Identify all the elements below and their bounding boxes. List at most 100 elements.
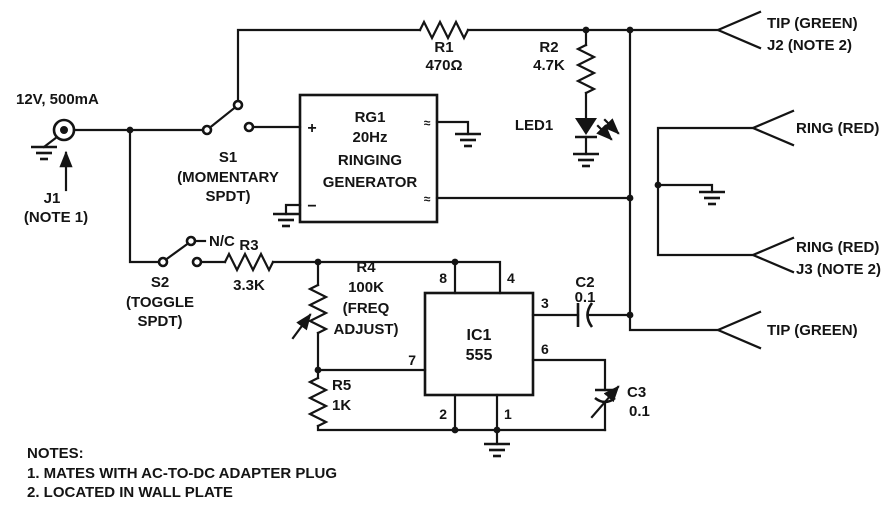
switch-s1: S1 (MOMENTARY SPDT) [177, 99, 302, 205]
s2-pole-contact [157, 256, 169, 268]
rg1-minus-terminal: − [307, 198, 316, 215]
r3-value-label: 3.3K [233, 277, 265, 294]
r4-function-label-2: ADJUST) [333, 321, 398, 338]
c3-ref-label: C3 [627, 384, 646, 401]
led1-emission-arrow-1 [596, 124, 613, 141]
tip-bus [628, 28, 720, 332]
junction-dot [626, 311, 634, 319]
rg1-name-label-1: RINGING [338, 152, 402, 169]
notes-item-1: 1. MATES WITH AC-TO-DC ADAPTER PLUG [27, 465, 337, 482]
r4-ref-label: R4 [356, 259, 376, 276]
resistor-r1-zigzag [418, 19, 470, 41]
r4-value-label: 100K [348, 279, 384, 296]
s2-type-label-2: SPDT) [138, 313, 183, 330]
ic1-pin6-label: 6 [541, 341, 549, 357]
ic1-pin8-label: 8 [439, 270, 447, 286]
r1-ref-label: R1 [434, 39, 453, 56]
r4-function-label-1: (FREQ [343, 300, 390, 317]
ic1-body [423, 291, 535, 397]
r3-ref-label: R3 [239, 237, 258, 254]
ring-bus [656, 126, 755, 257]
junction-dot [451, 426, 459, 434]
ground-symbol-rg1-output [455, 132, 481, 148]
notes-item-2: 2. LOCATED IN WALL PLATE [27, 484, 233, 501]
c2-ref-label: C2 [575, 274, 594, 291]
junction-dot [451, 258, 459, 266]
rg1-freq-label: 20Hz [352, 129, 387, 146]
r2-value-label: 4.7K [533, 57, 565, 74]
r2-led-branch: R2 4.7K LED1 [515, 28, 620, 168]
junction-dot [654, 181, 662, 189]
s1-ref-label: S1 [219, 149, 237, 166]
junction-dot [582, 26, 590, 34]
jack-ref-label: J1 [44, 190, 61, 207]
junction-dot [126, 126, 134, 134]
top-bus: R1 470Ω [236, 19, 720, 103]
rg1-ref-label: RG1 [355, 109, 386, 126]
s2-throw-bottom-contact [191, 256, 203, 268]
ring-generator-rg1: + − RG1 20Hz RINGING GENERATOR ≈ ≈ [273, 93, 632, 228]
resistor-r3: R3 3.3K [223, 237, 502, 295]
tip-bottom-chevron [715, 310, 762, 350]
ic1-pin4-label: 4 [507, 270, 515, 286]
top-bus-wire [236, 28, 720, 103]
rg1-output-ground-lead [435, 120, 470, 136]
c3-adjust-arrow [590, 385, 620, 419]
ic1-pin2-label: 2 [439, 406, 447, 422]
resistor-r2-zigzag [575, 43, 597, 95]
s2-nc-label: N/C [209, 233, 235, 250]
ic-555: IC1 555 8 4 3 6 7 2 1 [316, 260, 607, 458]
s2-ref-label: S2 [151, 274, 169, 291]
s1-throw-bottom-contact [243, 121, 255, 133]
rg1-minus-ground-lead [284, 203, 302, 216]
resistor-r3-zigzag [223, 251, 275, 273]
ground-symbol-led1 [573, 152, 599, 168]
ic1-pin6-wire [531, 358, 607, 392]
ground-symbol-rg1-minus [273, 212, 299, 228]
capacitor-c2: C2 0.1 [575, 274, 632, 328]
junction-dot [626, 26, 634, 34]
notes-header: NOTES: [27, 445, 84, 462]
tip-j2-chevron [715, 10, 762, 50]
s2-lever [164, 241, 190, 262]
notes-block: NOTES: 1. MATES WITH AC-TO-DC ADAPTER PL… [27, 445, 337, 501]
resistor-r5-zigzag [307, 376, 329, 428]
ground-symbol-ic1 [484, 442, 510, 458]
junction-dot [314, 366, 322, 374]
switch-s2: N/C S2 (TOGGLE SPDT) [126, 233, 235, 330]
power-input-jack: 12V, 500mA J1 (NOTE 1) [16, 91, 205, 264]
ic1-pin1-label: 1 [504, 406, 512, 422]
tip-j2-label-2: J2 (NOTE 2) [767, 37, 852, 54]
connector-ring-top: RING (RED) [750, 109, 879, 147]
ground-symbol-ring [699, 190, 725, 206]
resistor-r5: R5 1K [307, 376, 351, 428]
ic1-part-label: 555 [466, 347, 493, 364]
junction-dot [493, 426, 501, 434]
s2-type-label-1: (TOGGLE [126, 294, 194, 311]
connector-tip-j2: TIP (GREEN) J2 (NOTE 2) [715, 10, 858, 54]
ring-j3-label-1: RING (RED) [796, 239, 879, 256]
junction-dots [126, 26, 662, 434]
tip-j2-label-1: TIP (GREEN) [767, 15, 858, 32]
r5-value-label: 1K [332, 397, 351, 414]
rg1-ac-mark-bottom: ≈ [424, 192, 431, 206]
junction-dot [314, 258, 322, 266]
rg1-plus-terminal: + [307, 120, 316, 137]
ring-top-label: RING (RED) [796, 120, 879, 137]
r4-wiper-arrow [291, 313, 312, 340]
s1-lever [208, 105, 237, 130]
ring-j3-label-2: J3 (NOTE 2) [796, 261, 881, 278]
r3-to-ic-wire [271, 260, 502, 295]
resistor-r4-zigzag [307, 283, 329, 335]
s1-type-label-1: (MOMENTARY [177, 169, 279, 186]
r5-ref-label: R5 [332, 377, 351, 394]
tip-bottom-label: TIP (GREEN) [767, 322, 858, 339]
connector-tip-bottom: TIP (GREEN) [715, 310, 858, 350]
rg1-ac-mark-top: ≈ [424, 116, 431, 130]
capacitor-c3: C3 0.1 [590, 384, 650, 432]
jack-ground-lead [42, 135, 59, 149]
ic1-pin3-label: 3 [541, 295, 549, 311]
led1-emission-arrow-2 [603, 118, 620, 135]
supply-voltage-label: 12V, 500mA [16, 91, 99, 108]
